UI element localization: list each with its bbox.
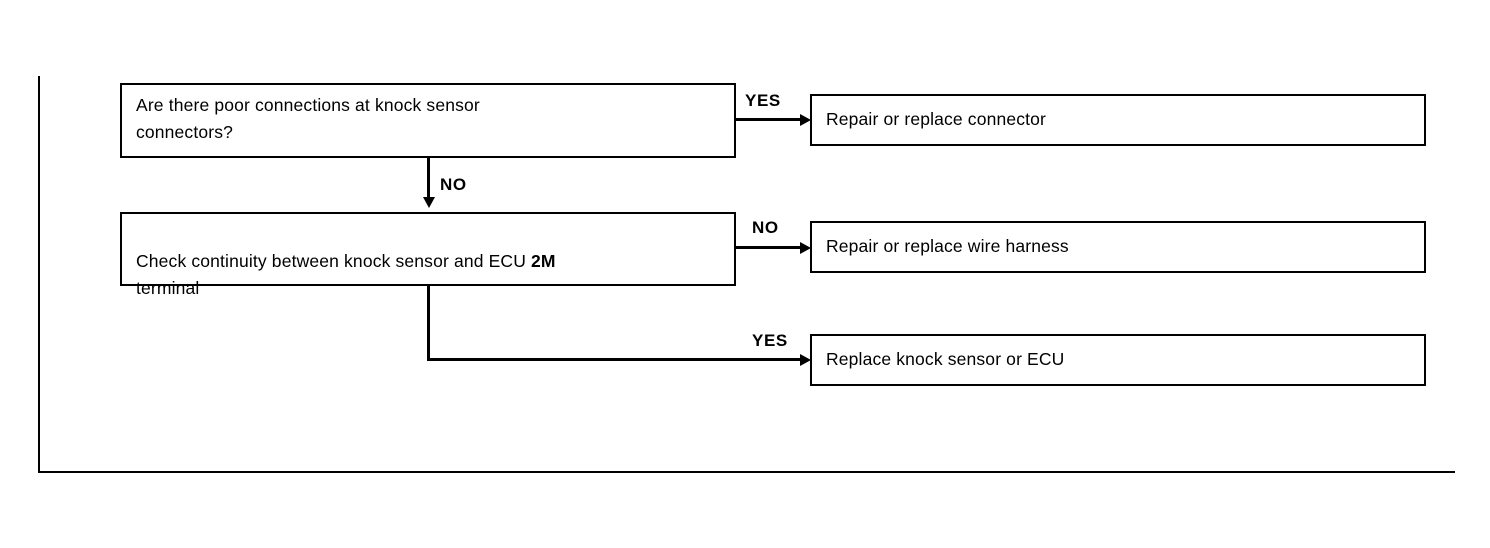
edge-label-yes-2: YES xyxy=(752,331,788,350)
edge-label-yes-1: YES xyxy=(745,91,781,110)
edge-question2-to-action3-arrowhead xyxy=(800,354,811,366)
question2-text-after: terminal xyxy=(136,278,200,298)
edge-question1-to-question2-arrowhead xyxy=(423,197,435,208)
page-border-bottom xyxy=(38,471,1455,473)
node-action-replace-knock-sensor-or-ecu: Replace knock sensor or ECU xyxy=(810,334,1426,386)
edge-label-no-1: NO xyxy=(440,175,467,194)
edge-question1-to-action1-line xyxy=(736,118,806,121)
edge-label-no-2: NO xyxy=(752,218,779,237)
edge-question2-to-action2-arrowhead xyxy=(800,242,811,254)
question2-text-terminal-code: 2M xyxy=(531,251,556,271)
page-border-left xyxy=(38,76,40,473)
node-action-repair-replace-wire-harness: Repair or replace wire harness xyxy=(810,221,1426,273)
node-question-poor-connections: Are there poor connections at knock sens… xyxy=(120,83,736,158)
node-question-check-continuity: Check continuity between knock sensor an… xyxy=(120,212,736,298)
node-action-repair-replace-connector: Repair or replace connector xyxy=(810,94,1426,146)
edge-question2-to-action3-vertical xyxy=(427,286,430,361)
question2-text-before: Check continuity between knock sensor an… xyxy=(136,251,532,271)
edge-question2-to-action2-line xyxy=(736,246,806,249)
edge-question1-to-question2-line xyxy=(427,158,430,200)
edge-question2-to-action3-horizontal xyxy=(427,358,806,361)
edge-question1-to-action1-arrowhead xyxy=(800,114,811,126)
